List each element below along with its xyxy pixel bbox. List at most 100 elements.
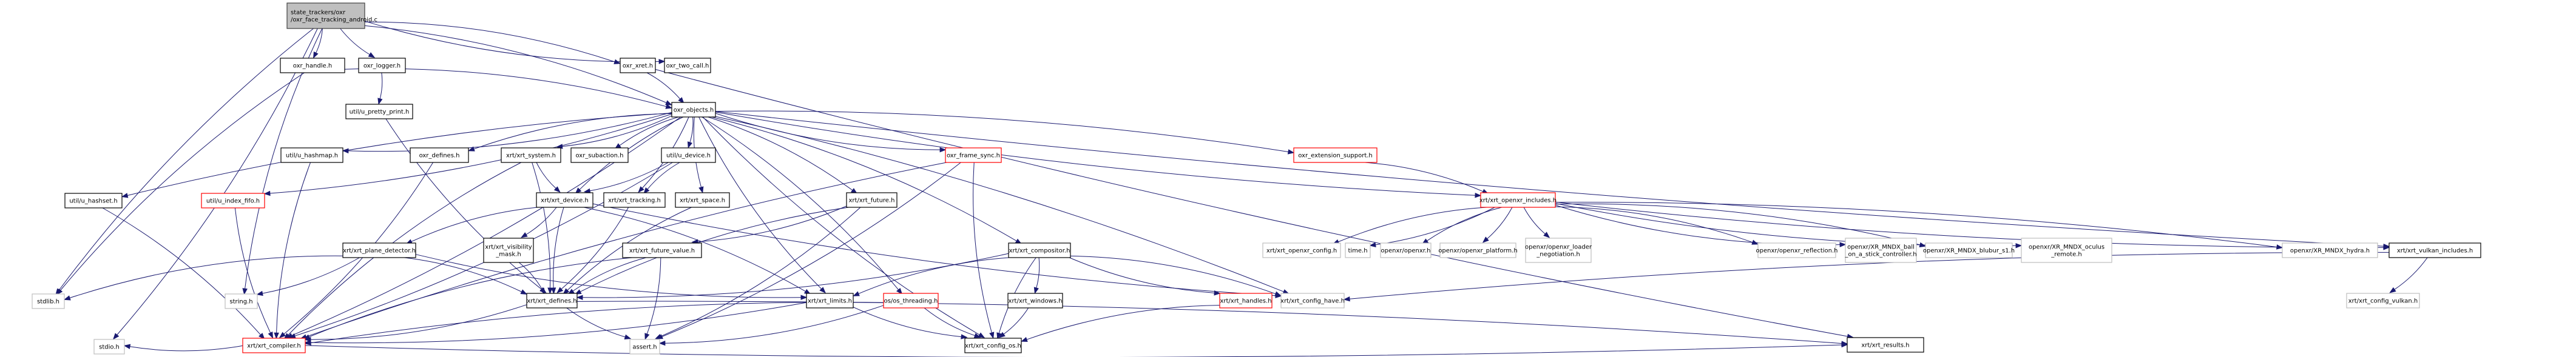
- edge-oxr_logger-to-u_pretty_print: [377, 72, 383, 105]
- edge-xrt_compositor-to-xrt_windows: [1033, 257, 1040, 295]
- node-oxr-two-call[interactable]: oxr_two_call.h: [664, 58, 711, 73]
- node-oxr-handle[interactable]: oxr_handle.h: [280, 58, 345, 73]
- node-xrt-openxr-includes[interactable]: xrt/xrt_openxr_includes.h: [1479, 192, 1557, 208]
- node-oxr-xret[interactable]: oxr_xret.h: [620, 58, 656, 73]
- arrowhead-icon: [313, 52, 319, 59]
- node-box: [1007, 293, 1063, 309]
- arrowhead-icon: [1482, 236, 1489, 243]
- arrowhead-icon: [1839, 242, 1847, 247]
- edge-line: [1365, 162, 1484, 192]
- node-oxr-extension-support[interactable]: oxr_extension_support.h: [1293, 147, 1378, 163]
- edge-xrt_future_value-to-assert_h: [644, 257, 661, 340]
- arrowhead-icon: [1033, 287, 1039, 295]
- node-u-hashmap[interactable]: util/u_hashmap.h: [280, 147, 343, 163]
- node-oxr-logger[interactable]: oxr_logger.h: [358, 58, 406, 73]
- node-box: [1925, 242, 2013, 258]
- edge-line: [316, 28, 323, 53]
- edge-line: [60, 72, 305, 291]
- edge-line: [288, 162, 522, 335]
- node-xrt-space[interactable]: xrt/xrt_space.h: [675, 192, 730, 208]
- node-os-threading[interactable]: os/os_threading.h: [883, 293, 939, 309]
- node-label: xrt/xrt_compositor.h: [1009, 248, 1070, 255]
- node-box: [671, 102, 716, 118]
- node-xrt-config-os[interactable]: xrt/xrt_config_os.h: [964, 338, 1022, 353]
- arrowhead-icon: [687, 141, 693, 148]
- node-label: xrt/xrt_visibility: [485, 244, 532, 251]
- node-xrt-system[interactable]: xrt/xrt_system.h: [501, 147, 561, 163]
- arrowhead-icon: [113, 333, 120, 340]
- node-box: [945, 147, 1002, 163]
- node-u-index-fifo[interactable]: util/u_index_fifo.h: [201, 193, 265, 209]
- node-root[interactable]: state_trackers/oxr/oxr_face_tracking_and…: [286, 2, 377, 29]
- edge-line: [364, 21, 660, 62]
- node-oxr-subaction[interactable]: oxr_subaction.h: [570, 147, 629, 163]
- edge-xrt_openxr_includes-to-xr_mndx_hydra: [1555, 202, 2284, 250]
- edge-root-to-oxr_objects: [364, 25, 672, 105]
- edge-line: [234, 207, 271, 333]
- node-box: [1845, 238, 1917, 263]
- node-xrt-compositor[interactable]: xrt/xrt_compositor.h: [1008, 242, 1071, 258]
- edge-line: [715, 112, 1476, 196]
- edge-line: [1338, 207, 1487, 242]
- node-box: [280, 147, 343, 163]
- arrowhead-icon: [665, 104, 673, 109]
- edge-line: [379, 72, 383, 99]
- node-box: [2021, 238, 2112, 263]
- arrowhead-icon: [1021, 337, 1028, 342]
- edge-line: [364, 21, 615, 62]
- node-oxr-defines[interactable]: oxr_defines.h: [410, 147, 469, 163]
- node-label: stdio.h: [99, 344, 120, 351]
- arrowhead-icon: [553, 186, 561, 193]
- edge-line: [660, 207, 861, 337]
- arrowhead-icon: [377, 98, 383, 105]
- node-box: [483, 238, 534, 263]
- node-xrt-vulkan-includes[interactable]: xrt/xrt_vulkan_includes.h: [2388, 242, 2481, 258]
- edge-line: [561, 207, 629, 290]
- edge-line: [1036, 257, 1040, 289]
- edge-line: [661, 162, 961, 337]
- node-xrt-compiler[interactable]: xrt/xrt_compiler.h: [242, 338, 306, 353]
- edge-xrt_plane_detector-to-xrt_limits: [415, 254, 808, 300]
- node-box: [2388, 242, 2481, 258]
- arrowhead-icon: [658, 59, 666, 64]
- node-xrt-plane-detector[interactable]: xrt/xrt_plane_detector.h: [342, 242, 416, 258]
- arrowhead-icon: [978, 332, 985, 338]
- nodes-layer: state_trackers/oxr/oxr_face_tracking_and…: [32, 2, 2481, 355]
- edge-u_device-to-xrt_tracking: [643, 162, 680, 195]
- node-xrt-defines[interactable]: xrt/xrt_defines.h: [526, 293, 578, 309]
- node-box: [342, 242, 416, 258]
- node-u-pretty-print[interactable]: util/u_pretty_print.h: [345, 104, 413, 119]
- node-label: xrt/xrt_config_os.h: [965, 343, 1021, 350]
- node-xrt-results[interactable]: xrt/xrt_results.h: [1847, 337, 1924, 353]
- arrowhead-icon: [939, 147, 947, 153]
- node-xrt-limits[interactable]: xrt/xrt_limits.h: [806, 293, 854, 309]
- arrowhead-icon: [256, 290, 263, 296]
- node-xrt-device[interactable]: xrt/xrt_device.h: [536, 192, 593, 208]
- node-u-hashset[interactable]: util/u_hashset.h: [64, 193, 123, 209]
- arrowhead-icon: [973, 333, 981, 338]
- arrowhead-icon: [1543, 232, 1550, 238]
- node-label: oxr_frame_sync.h: [947, 153, 1000, 159]
- edge-xrt_plane_detector-to-stdlib_h: [63, 255, 343, 301]
- edge-oxr_objects-to-xrt_config_os: [702, 116, 985, 338]
- node-xrt-handles[interactable]: xrt/xrt_handles.h: [1219, 293, 1273, 309]
- arrowhead-icon: [550, 287, 556, 295]
- node-oxr-objects[interactable]: oxr_objects.h: [671, 102, 716, 118]
- edge-oxr_frame_sync-to-xrt_config_os: [973, 162, 995, 339]
- node-u-device[interactable]: util/u_device.h: [661, 147, 716, 163]
- arrowhead-icon: [521, 232, 528, 238]
- node-xrt-tracking[interactable]: xrt/xrt_tracking.h: [603, 192, 666, 208]
- arrowhead-icon: [56, 288, 63, 295]
- node-oxr-frame-sync[interactable]: oxr_frame_sync.h: [945, 147, 1002, 163]
- node-label: util/u_hashmap.h: [286, 153, 338, 159]
- arrowhead-icon: [274, 332, 279, 339]
- edge-xrt_limits-to-xrt_config_os: [853, 307, 968, 339]
- node-xrt-future-value[interactable]: xrt/xrt_future_value.h: [622, 242, 702, 258]
- edge-xrt_windows-to-xrt_config_os: [998, 307, 1029, 338]
- edge-line: [1375, 207, 1495, 245]
- node-xrt-visibility-mask[interactable]: xrt/xrt_visibility_mask.h: [483, 238, 534, 263]
- node-xrt-windows[interactable]: xrt/xrt_windows.h: [1007, 293, 1063, 309]
- node-xrt-future[interactable]: xrt/xrt_future.h: [846, 192, 898, 208]
- edge-oxr_handle-to-oxr_objects: [344, 68, 673, 109]
